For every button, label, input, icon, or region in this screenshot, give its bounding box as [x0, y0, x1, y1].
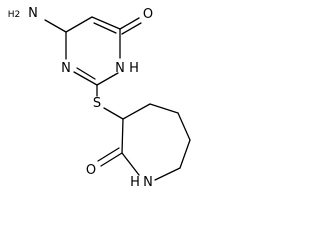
carbonyl-o-bottom-label: O	[86, 163, 96, 178]
bond-n3-c2	[96, 72, 119, 86]
amino-n-label: N	[28, 6, 38, 21]
bond-c6-c5	[65, 16, 93, 33]
bond-c5-c4	[91, 16, 121, 30]
bond-c4-o-double	[121, 22, 142, 35]
bond-c2a-c3	[121, 118, 124, 154]
chemical-structure-diagram: N H2 O N N H S O H N	[7, 6, 191, 190]
bond-c5-c4-double	[93, 22, 117, 34]
carbonyl-o-top-label: O	[143, 7, 153, 22]
bond-c6-nh2	[44, 19, 67, 33]
bond-c6a-c7a	[179, 139, 191, 169]
lactam-nh-h-label: H	[130, 175, 140, 190]
ring-nh-n-label: N	[115, 61, 125, 76]
bond-c4-o	[119, 17, 140, 30]
lactam-nh-n-label: N	[143, 175, 153, 190]
ring-n-left-label: N	[61, 61, 71, 76]
bond-n1a-c2a	[121, 152, 140, 176]
bond-c2-n1-double	[76, 67, 96, 80]
bond-c7a-n1a	[154, 167, 181, 181]
bond-s-c3	[103, 107, 124, 120]
ring-nh-h-label: H	[129, 61, 139, 76]
structure-canvas: N H2 O N N H S O H N	[8, 6, 191, 190]
bond-c2a-o	[100, 152, 123, 167]
thioether-s-label: S	[93, 96, 101, 111]
bond-c5a-c6a	[177, 112, 191, 141]
bond-c2-n1	[73, 71, 98, 86]
amino-h2-label: H2	[8, 10, 21, 20]
bond-c4a-c5a	[149, 103, 179, 114]
bond-c3-c4a	[122, 103, 151, 120]
bond-c2a-o-double	[97, 147, 120, 162]
